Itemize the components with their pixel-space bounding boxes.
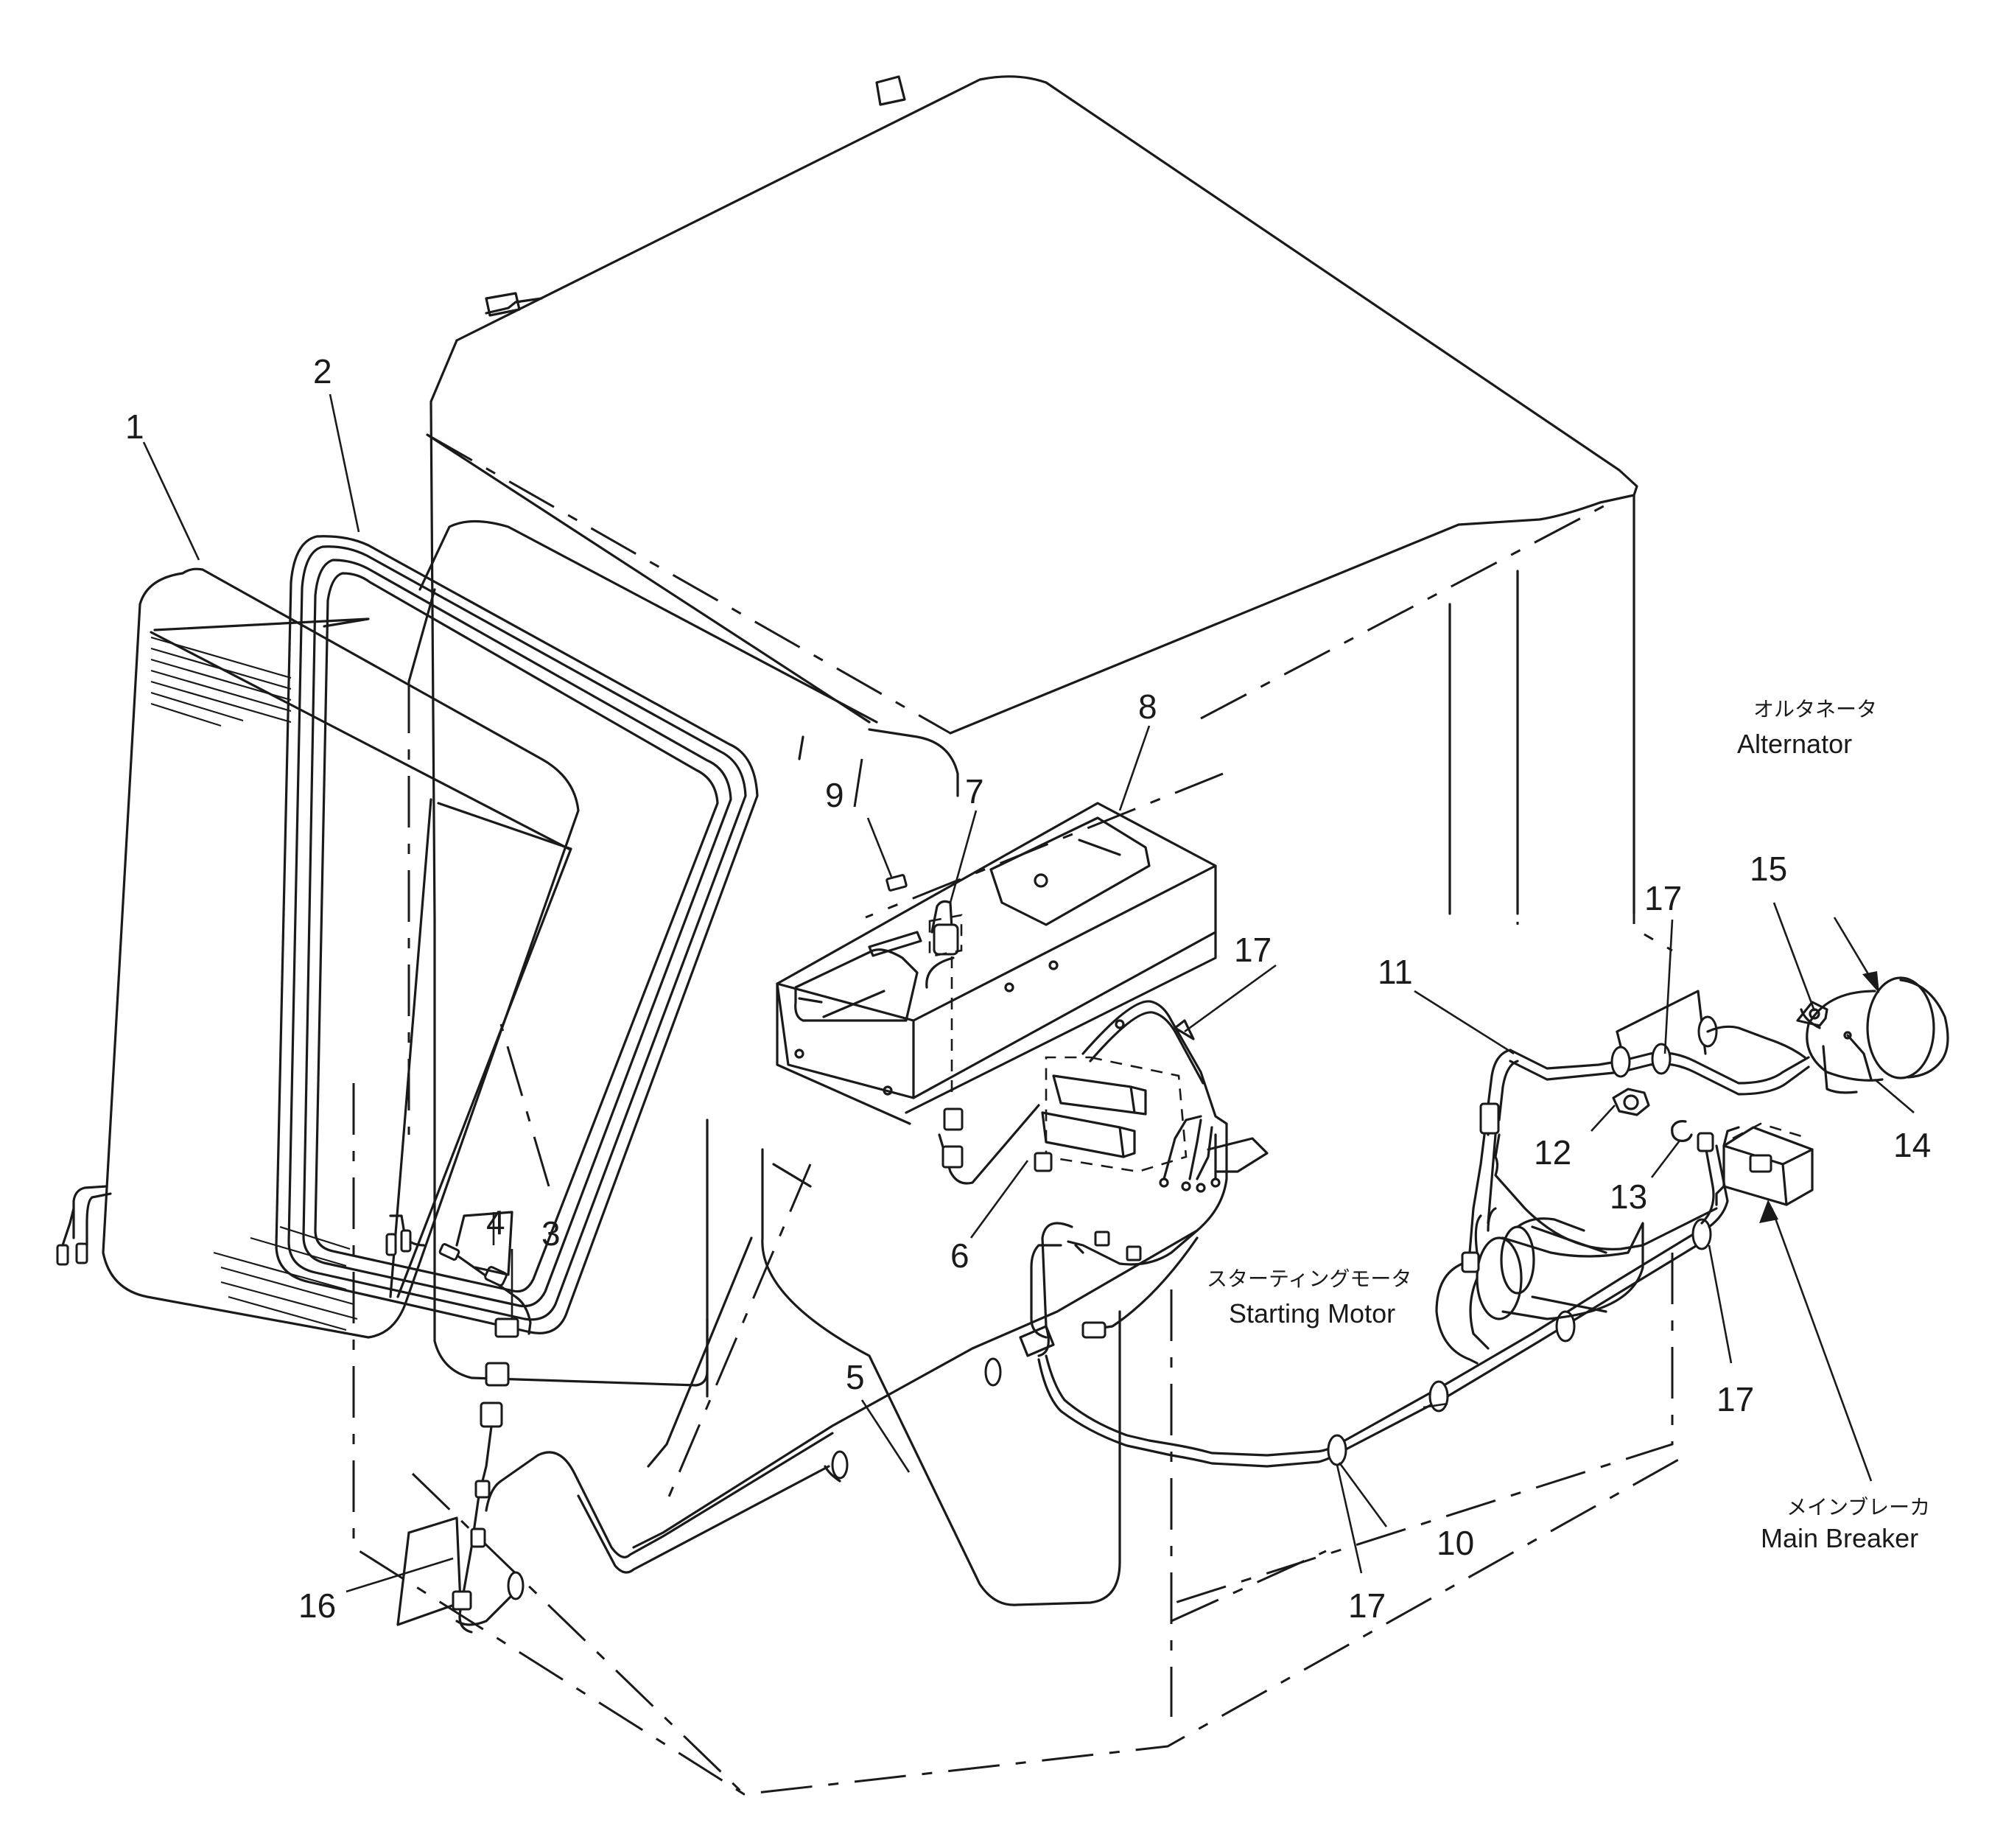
alternator: [1796, 976, 1949, 1094]
callout-10: 10: [1437, 1524, 1474, 1562]
harness-10-grommet-c: [1555, 1310, 1576, 1343]
component-labels: オルタネータ Alternator スターティングモータ Starting Mo…: [1207, 697, 1930, 1553]
frame-terminal-a: [385, 1233, 397, 1256]
nut-12: [1612, 1088, 1650, 1116]
harness-11: [1461, 990, 1810, 1273]
harness-plug-a: [941, 1145, 964, 1169]
callout-3: 3: [541, 1214, 561, 1253]
harness-plug-b: [1094, 1231, 1110, 1247]
callout-2: 2: [313, 352, 332, 391]
callout-6: 6: [950, 1236, 969, 1275]
callout-numbers: 1 2 3 4 5 6 7 8 9 10 11 12 13 14 15 16 1…: [125, 352, 1931, 1625]
alternator-label-jp: オルタネータ: [1753, 697, 1877, 721]
callout-17-lower: 17: [1348, 1586, 1386, 1625]
harness-16-plug: [480, 1401, 503, 1428]
callout-4: 4: [486, 1203, 505, 1242]
callout-17-harness: 17: [1234, 931, 1272, 969]
harness-plug-d: [1081, 1321, 1107, 1339]
harness-10-grommet-d: [1691, 1218, 1712, 1250]
harness-grommet-a: [984, 1357, 1002, 1387]
callout-11: 11: [1378, 953, 1413, 991]
switch-7: [925, 900, 964, 1131]
callout-17-breaker: 17: [1716, 1380, 1754, 1418]
glass-reflection-hatch-bottom: [213, 1225, 358, 1331]
starter-terminal: [1461, 1251, 1480, 1273]
leader-lines: [142, 393, 1915, 1593]
callout-12: 12: [1534, 1133, 1571, 1172]
callout-8: 8: [1138, 687, 1157, 726]
connector-coupler: [485, 1362, 510, 1387]
indicator-lamp-9: [885, 874, 908, 892]
glass-lead-terminal-a: [56, 1244, 69, 1266]
starting-motor-label-en: Starting Motor: [1229, 1298, 1395, 1329]
harness-plug-c: [1126, 1245, 1142, 1261]
window-glass: [56, 567, 580, 1339]
callout-9: 9: [825, 776, 844, 814]
callout-1: 1: [125, 407, 144, 446]
connector-assembly: [438, 1211, 532, 1387]
harness-11-clamp: [1479, 1102, 1500, 1135]
callout-16: 16: [298, 1586, 336, 1625]
harness-16-clip-c: [452, 1590, 472, 1611]
harness-16-clip-a: [474, 1480, 491, 1499]
breaker-lever: [1749, 1154, 1772, 1173]
console-box: [776, 802, 1217, 1125]
harness-16-clip-b: [470, 1527, 486, 1548]
breaker-lead-terminal: [1697, 1132, 1714, 1152]
alternator-label-en: Alternator: [1737, 729, 1852, 759]
relay-block-6: [1034, 1056, 1188, 1173]
harness-grommet-b: [831, 1450, 849, 1480]
callout-5: 5: [846, 1358, 865, 1396]
harness-grommet-c: [507, 1571, 525, 1600]
glass-reflection-hatch-top: [150, 636, 292, 727]
callout-17-alternator: 17: [1644, 879, 1682, 917]
cab-body: [352, 75, 1680, 1796]
connector-socket-3: [494, 1317, 519, 1338]
starting-motor-label-jp: スターティングモータ: [1207, 1267, 1411, 1291]
switch-body: [933, 923, 959, 956]
main-breaker-label-jp: メインブレーカ: [1786, 1495, 1930, 1519]
switch-connector: [943, 1107, 964, 1131]
callout-14: 14: [1893, 1126, 1931, 1164]
harness-10-grommet-a: [1327, 1434, 1347, 1466]
main-breaker-arrowhead: [1759, 1200, 1778, 1223]
harness-11-grommet-a: [1610, 1046, 1631, 1078]
alternator-arrowhead: [1862, 971, 1879, 993]
window-frame-seal: [275, 535, 759, 1334]
frame-terminal-b: [400, 1229, 412, 1253]
main-breaker: [1715, 1122, 1814, 1206]
glass-lead-terminal-b: [75, 1242, 88, 1264]
washer-13: [1671, 1120, 1693, 1142]
harness-11-grommet-b: [1651, 1043, 1672, 1075]
callout-13: 13: [1610, 1177, 1647, 1216]
main-breaker-label-en: Main Breaker: [1761, 1523, 1918, 1553]
harness-5: [455, 1000, 1269, 1626]
callout-7: 7: [965, 772, 984, 811]
callout-15: 15: [1750, 850, 1787, 888]
relay-plug-6: [1034, 1152, 1053, 1172]
relay-harness-16: [396, 1401, 503, 1634]
connector-plug-4: [438, 1243, 460, 1261]
